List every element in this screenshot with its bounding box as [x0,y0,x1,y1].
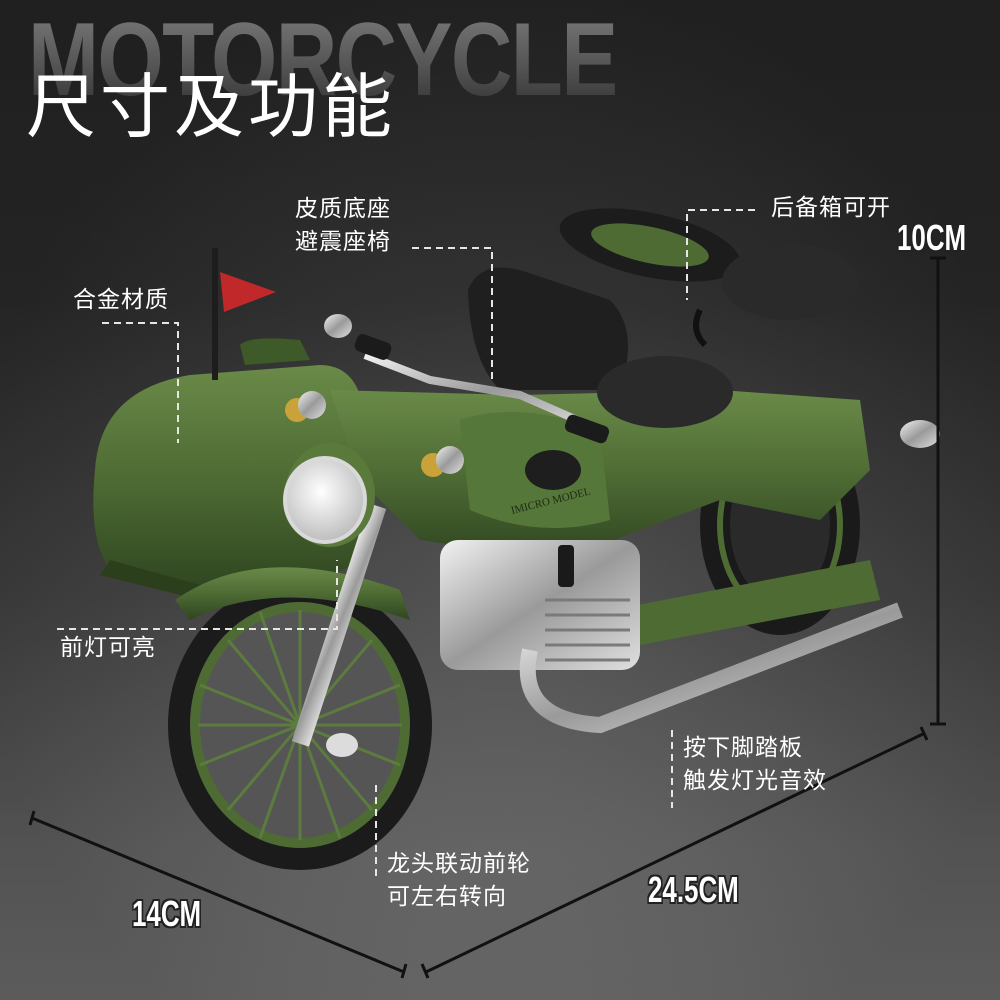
engine [440,540,903,734]
flag [212,248,276,380]
feature-alloy-line1: 合金材质 [73,287,169,313]
feature-alloy: 合金材质 [73,284,169,317]
feature-leather-seat: 皮质底座 避震座椅 [295,193,391,259]
dimension-length-label: 24.5CM [648,869,739,910]
feature-headlight: 前灯可亮 [60,632,156,665]
dimension-height-label: 10CM [897,217,967,258]
feature-trunk-line1: 后备箱可开 [771,195,891,221]
callout-leader-lines [57,209,755,880]
seats [468,244,858,428]
page-title: 尺寸及功能 [26,66,396,148]
feature-headlight-line1: 前灯可亮 [60,635,156,661]
feature-steering: 龙头联动前轮 可左右转向 [387,848,531,914]
spare-tire [559,208,741,282]
background-watermark-word: MOTORCYCLE [28,2,618,118]
tail-light [900,420,940,448]
feature-pedal: 按下脚踏板 触发灯光音效 [683,732,827,798]
headlight [283,314,464,547]
front-wheel [168,503,432,870]
feature-pedal-line1: 按下脚踏板 [683,735,803,761]
dimension-lines [28,256,946,979]
feature-leather-seat-line1: 皮质底座 [295,196,391,222]
feature-leather-seat-line2: 避震座椅 [295,229,391,255]
dimension-width-label: 14CM [132,893,202,934]
feature-pedal-line2: 触发灯光音效 [683,768,827,794]
feature-steering-line1: 龙头联动前轮 [387,851,531,877]
feature-steering-line2: 可左右转向 [387,884,507,910]
feature-trunk: 后备箱可开 [771,192,891,225]
handlebars [363,351,602,434]
